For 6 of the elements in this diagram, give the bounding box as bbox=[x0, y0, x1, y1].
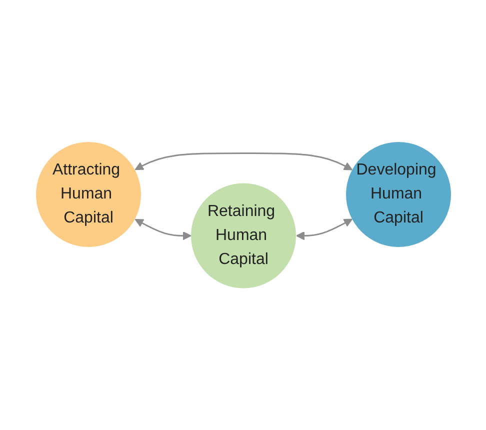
arrow bbox=[134, 218, 191, 240]
node-circle: Attracting Human Capital bbox=[36, 142, 140, 247]
node-circle: Developing Human Capital bbox=[346, 142, 450, 247]
arrow bbox=[296, 218, 352, 240]
arrow bbox=[134, 152, 352, 170]
node-circle: Retaining Human Capital bbox=[190, 183, 296, 288]
